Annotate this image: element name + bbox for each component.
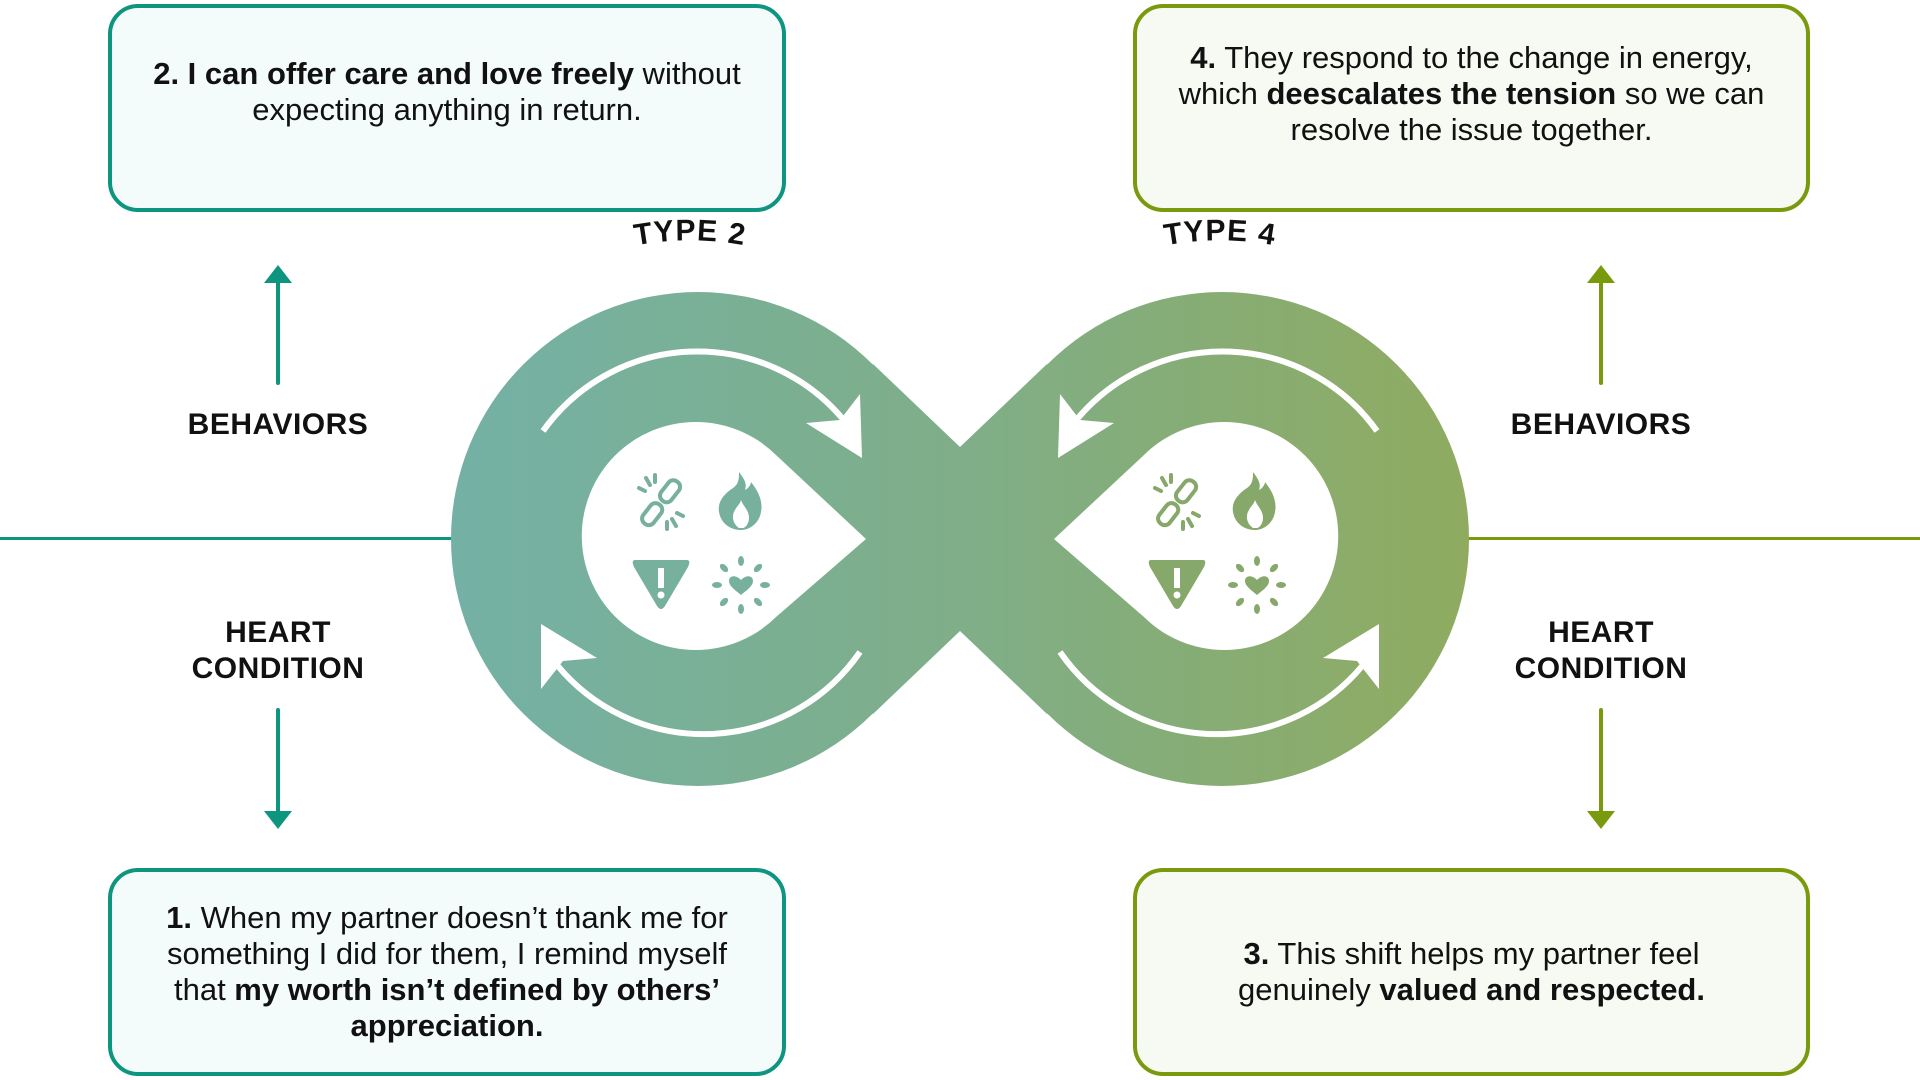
left-up-arrowhead-icon bbox=[264, 265, 292, 283]
bold-text-segment: my worth isn’t defined by others’ apprec… bbox=[234, 972, 721, 1043]
type-4-label: TYPE 4 bbox=[1162, 214, 1279, 252]
heart-burst-icon bbox=[712, 556, 770, 614]
heart-burst-icon bbox=[1228, 556, 1286, 614]
right-heart-arrow-shaft bbox=[1599, 708, 1603, 813]
right-bottom-arrowhead bbox=[1323, 624, 1379, 689]
step-3-box: 3. This shift helps my partner feel genu… bbox=[1133, 868, 1810, 1076]
broken-chain-icon bbox=[1153, 473, 1201, 531]
broken-chain-icon bbox=[637, 473, 685, 531]
right-heart-label-line1: HEART bbox=[1548, 616, 1654, 649]
step-4-text: 4. They respond to the change in energy,… bbox=[1177, 40, 1766, 148]
flame-icon bbox=[1232, 472, 1276, 530]
left-heart-condition-label: HEART CONDITION bbox=[128, 615, 428, 687]
step-4-box: 4. They respond to the change in energy,… bbox=[1133, 4, 1810, 212]
bold-text-segment: 3. bbox=[1243, 936, 1270, 971]
left-heart-label-line1: HEART bbox=[225, 616, 331, 649]
right-top-arrowhead bbox=[1058, 394, 1114, 458]
text-segment: This shift helps my partner feel genuine… bbox=[1238, 936, 1700, 1007]
text-segment: without expecting anything in return. bbox=[252, 56, 741, 127]
step-2-text: 2. I can offer care and love freely with… bbox=[152, 56, 742, 128]
left-divider-line bbox=[0, 537, 455, 540]
left-down-arrowhead-icon bbox=[264, 811, 292, 829]
bold-text-segment: deescalates the tension bbox=[1266, 76, 1617, 111]
left-bottom-arrowhead bbox=[541, 624, 597, 689]
text-segment: so we can resolve the issue together. bbox=[1290, 76, 1765, 147]
step-2-box: 2. I can offer care and love freely with… bbox=[108, 4, 786, 212]
left-heart-arrow-shaft bbox=[276, 708, 280, 813]
right-bottom-cycle-arrow bbox=[1057, 650, 1366, 738]
step-1-box: 1. When my partner doesn’t thank me for … bbox=[108, 868, 786, 1076]
bold-text-segment: valued and respected. bbox=[1379, 972, 1705, 1007]
right-heart-condition-label: HEART CONDITION bbox=[1451, 615, 1751, 687]
warning-icon bbox=[632, 560, 690, 609]
left-behaviors-arrow-shaft bbox=[276, 280, 280, 385]
step-3-text: 3. This shift helps my partner feel genu… bbox=[1177, 936, 1766, 1008]
right-behaviors-label: BEHAVIORS bbox=[1510, 408, 1692, 441]
text-segment: They respond to the change in energy, wh… bbox=[1178, 40, 1753, 111]
right-top-cycle-arrow bbox=[1075, 348, 1380, 433]
right-lobe-hole bbox=[1054, 422, 1339, 650]
left-top-cycle-arrow bbox=[540, 348, 845, 433]
bold-text-segment: 1. bbox=[166, 900, 192, 935]
text-segment: When my partner doesn’t thank me for som… bbox=[167, 900, 728, 1007]
left-behaviors-label: BEHAVIORS bbox=[187, 408, 369, 441]
right-heart-label-line2: CONDITION bbox=[1514, 652, 1688, 685]
left-heart-label-line2: CONDITION bbox=[191, 652, 365, 685]
loop-crossing bbox=[873, 364, 1047, 714]
right-divider-line bbox=[1465, 537, 1920, 540]
bold-text-segment: 2. I can offer care and love freely bbox=[153, 56, 634, 91]
flame-icon bbox=[718, 472, 762, 530]
right-behaviors-arrow-shaft bbox=[1599, 280, 1603, 385]
warning-icon bbox=[1148, 560, 1206, 609]
left-top-arrowhead bbox=[806, 394, 862, 458]
bold-text-segment: 4. bbox=[1190, 40, 1217, 75]
right-up-arrowhead-icon bbox=[1587, 265, 1615, 283]
right-down-arrowhead-icon bbox=[1587, 811, 1615, 829]
step-1-text: 1. When my partner doesn’t thank me for … bbox=[152, 900, 742, 1044]
left-bottom-cycle-arrow bbox=[554, 650, 863, 738]
type-2-label: TYPE 2 bbox=[632, 214, 749, 252]
